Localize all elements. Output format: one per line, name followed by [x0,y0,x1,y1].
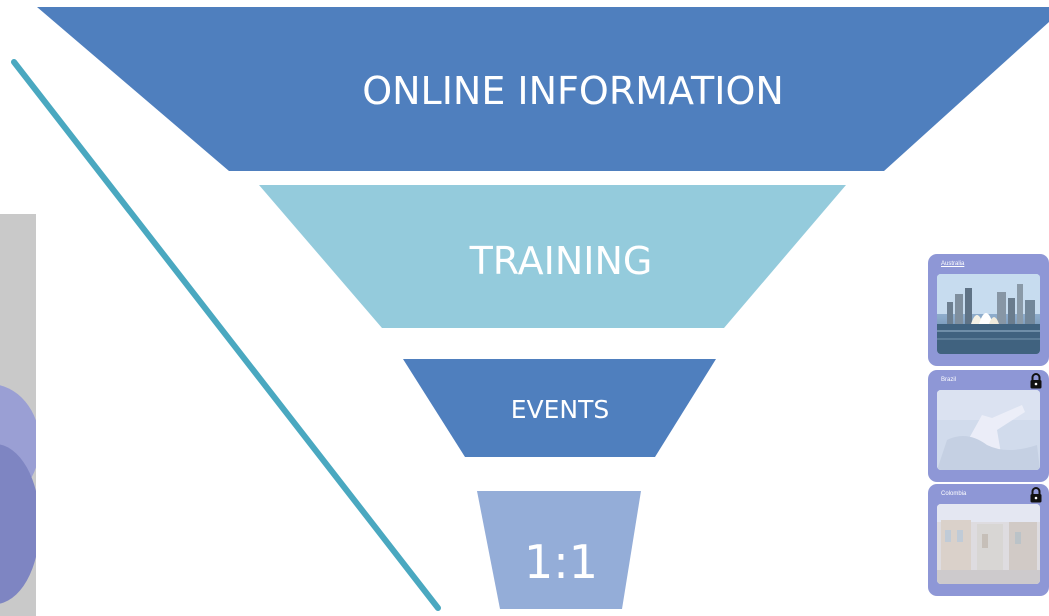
country-card-colombia[interactable]: Colombia [928,484,1049,596]
country-label-colombia: Colombia [941,491,967,497]
country-card-brazil[interactable]: Brazil [928,370,1049,482]
funnel-label-one-to-one: 1:1 [524,535,598,589]
colombia-photo [937,504,1040,584]
funnel-label-training: TRAINING [469,239,653,283]
lock-icon [1030,487,1042,503]
brazil-photo [937,390,1040,470]
funnel-label-online-information: ONLINE INFORMATION [362,69,784,113]
funnel-label-events: EVENTS [511,395,610,424]
country-card-list: Australia [928,254,1049,596]
country-card-australia[interactable]: Australia [928,254,1049,366]
country-link-australia[interactable]: Australia [941,261,965,267]
country-label-brazil: Brazil [941,377,957,383]
australia-photo [937,274,1040,354]
funnel-level-training [259,185,846,328]
funnel-level-one-to-one [477,491,641,609]
christ-redeemer-image [937,390,1040,470]
funnel-level-events [403,359,716,457]
diagonal-accent-line [11,59,441,611]
lock-icon [1030,373,1042,389]
colonial-street-image [937,504,1040,584]
funnel-level-online-information [37,7,1049,171]
sydney-skyline-image [937,274,1040,354]
left-decorative-panel [0,214,36,616]
